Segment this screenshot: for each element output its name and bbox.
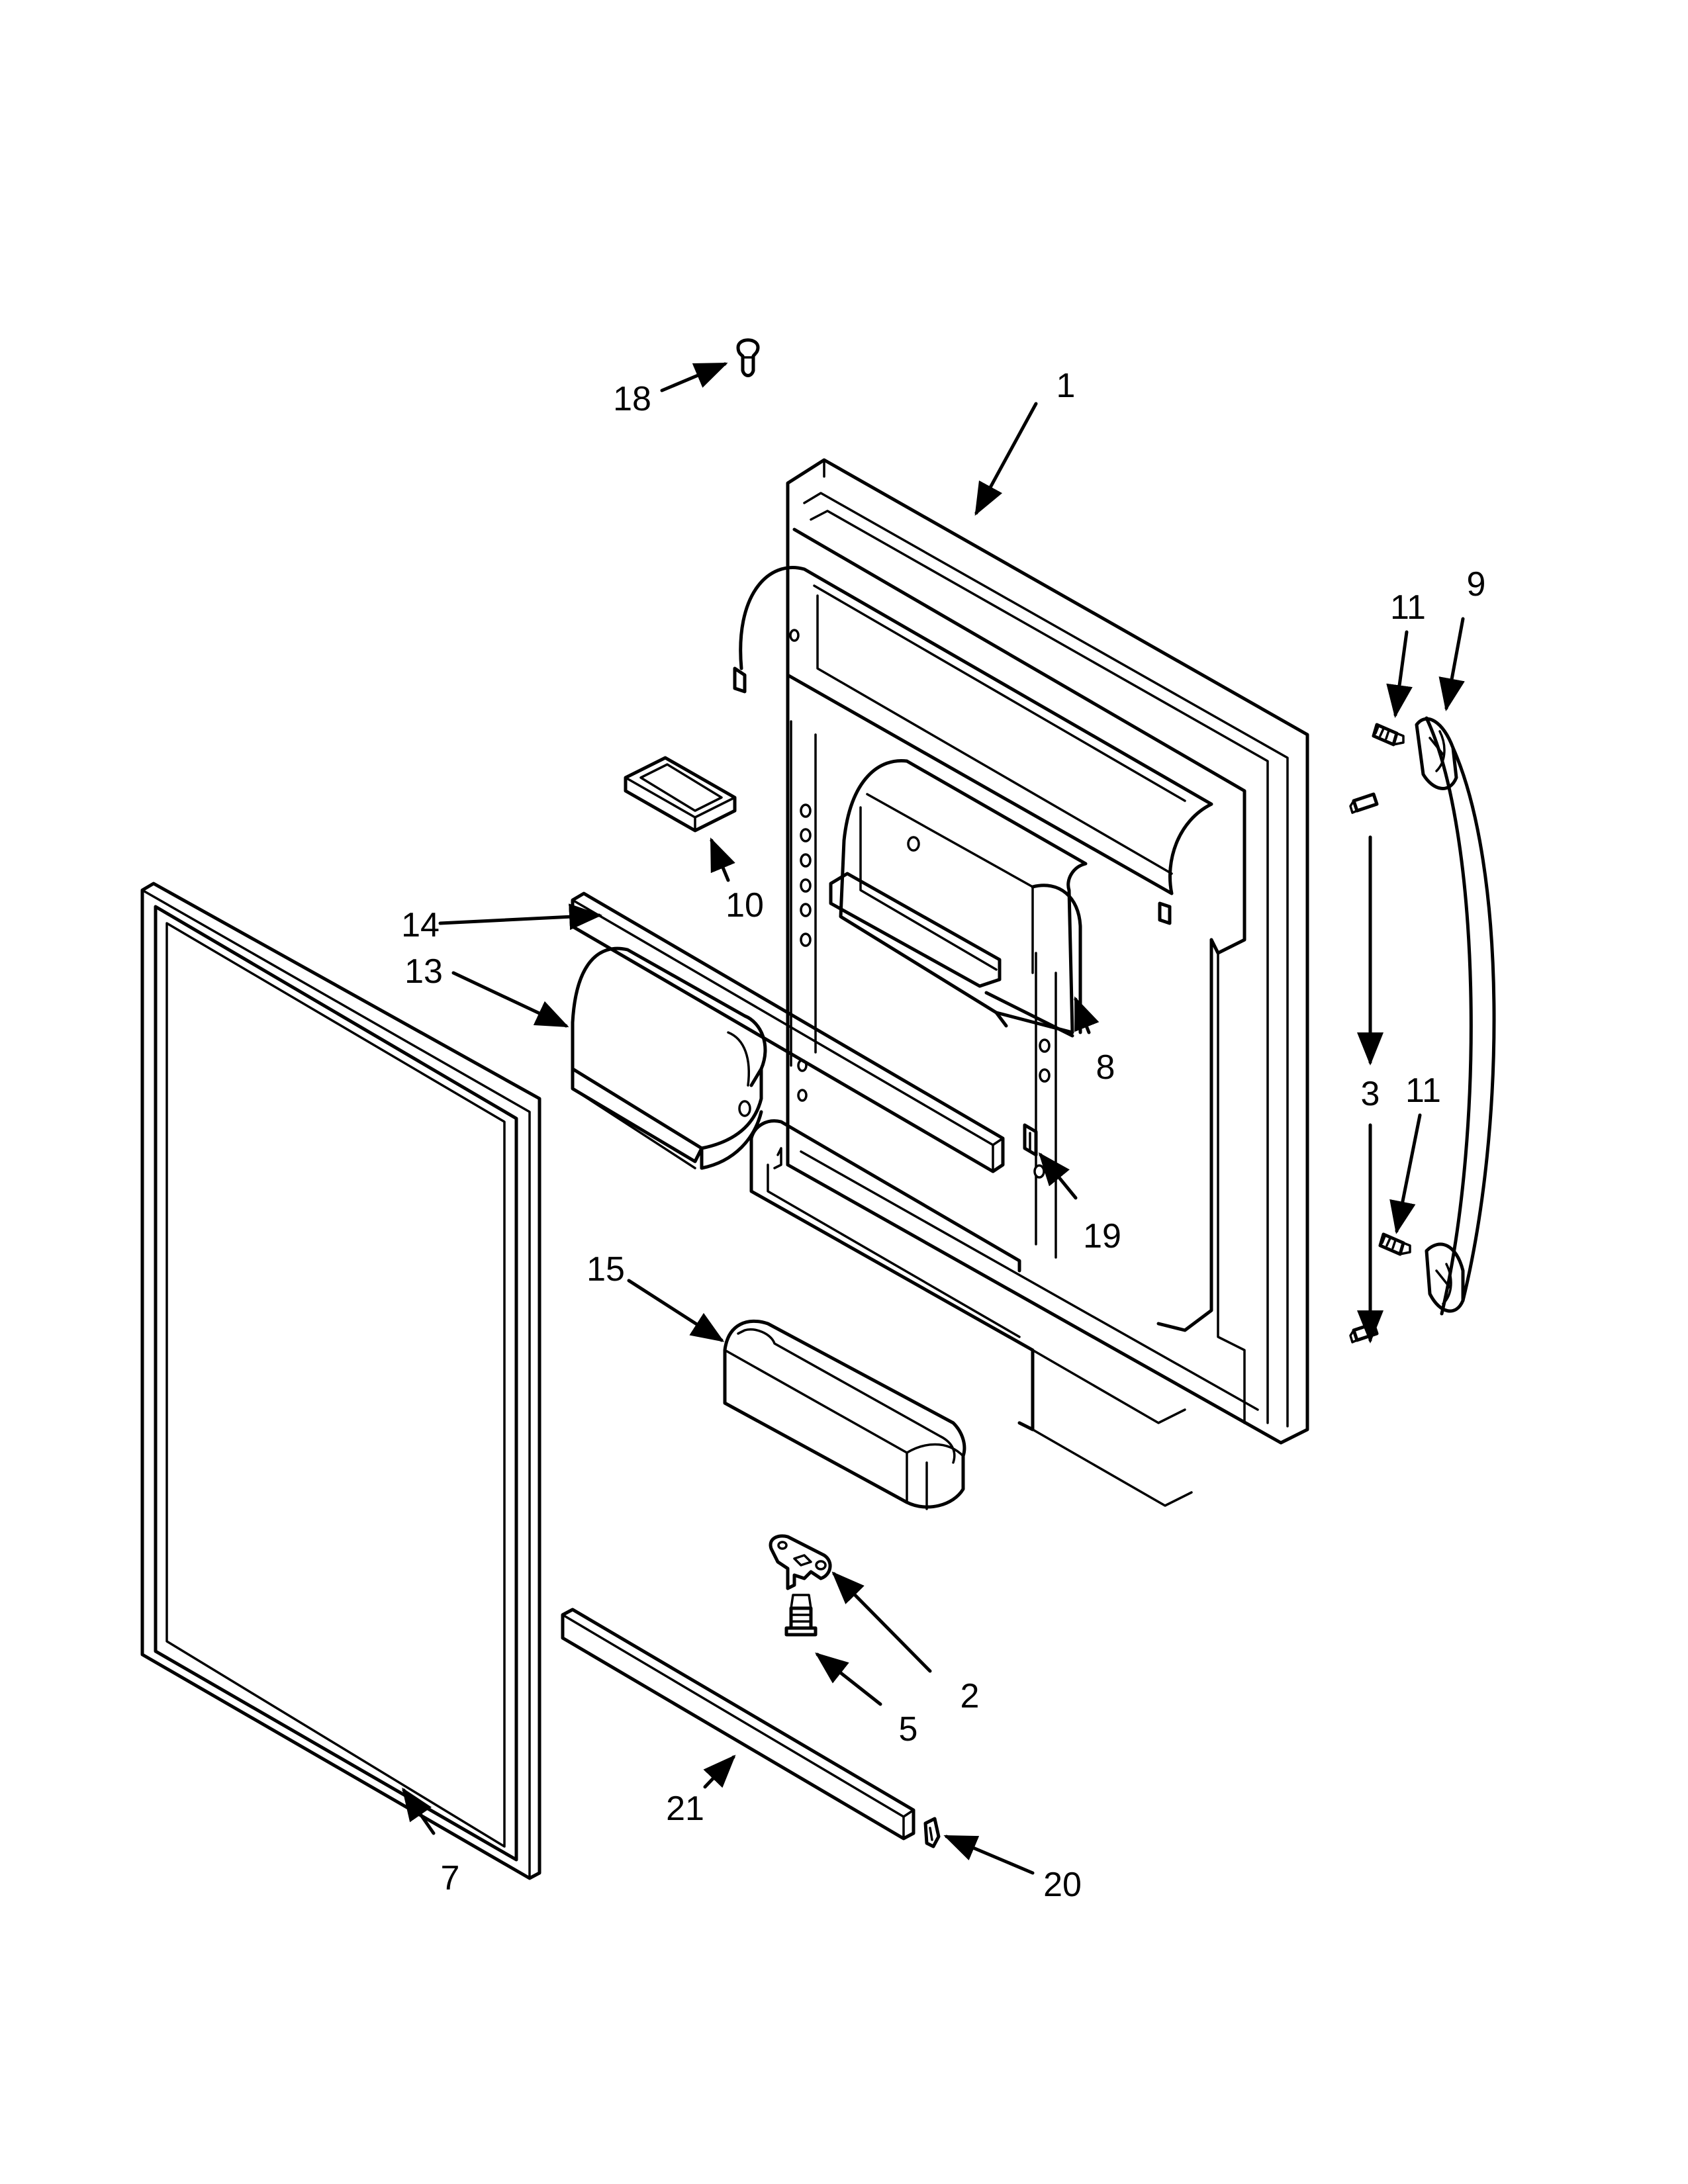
handle-screw-lower-left[interactable] <box>1378 1232 1411 1256</box>
lower-trim-part[interactable] <box>561 1608 915 1841</box>
leader-arrows <box>402 362 1465 1875</box>
callout-5: 5 <box>899 1710 918 1749</box>
trim-end-cap-part[interactable] <box>923 1817 941 1848</box>
callout-10: 10 <box>726 886 764 925</box>
dairy-door-part[interactable] <box>571 946 767 1170</box>
door-liner-part[interactable] <box>733 458 1309 1507</box>
handle-screw-upper-right[interactable] <box>1349 792 1379 814</box>
callout-labels: 1 18 11 9 10 14 13 8 3 11 19 15 2 5 21 2… <box>401 367 1485 1904</box>
door-handle-part[interactable] <box>1415 716 1496 1316</box>
callout-1: 1 <box>1056 367 1076 405</box>
handle-screw-upper-left[interactable] <box>1372 723 1405 747</box>
butter-door-cover-part[interactable] <box>624 756 737 833</box>
callout-20: 20 <box>1043 1866 1082 1904</box>
door-gasket-part[interactable] <box>140 882 541 1880</box>
plug-button-part[interactable] <box>736 338 760 377</box>
callout-15: 15 <box>586 1250 625 1289</box>
callout-9: 9 <box>1467 565 1486 604</box>
callout-14: 14 <box>401 906 440 944</box>
callout-2: 2 <box>961 1677 980 1715</box>
callout-3: 3 <box>1361 1075 1380 1113</box>
callout-18: 18 <box>613 380 651 418</box>
bin-clip-part[interactable] <box>1023 1123 1038 1157</box>
callout-8: 8 <box>1096 1048 1115 1087</box>
callout-11-upper: 11 <box>1390 588 1426 627</box>
handle-screw-lower-right[interactable] <box>1349 1322 1379 1343</box>
callout-19: 19 <box>1083 1217 1121 1255</box>
hinge-part[interactable] <box>769 1534 832 1590</box>
door-shelf-bin-part[interactable] <box>723 1319 966 1510</box>
callout-21: 21 <box>666 1790 704 1828</box>
callout-11-lower: 11 <box>1405 1071 1441 1110</box>
callout-13: 13 <box>404 952 443 991</box>
dairy-compartment-part[interactable] <box>829 758 1088 1038</box>
callout-7: 7 <box>441 1859 460 1897</box>
hinge-screw-part[interactable] <box>784 1594 818 1637</box>
